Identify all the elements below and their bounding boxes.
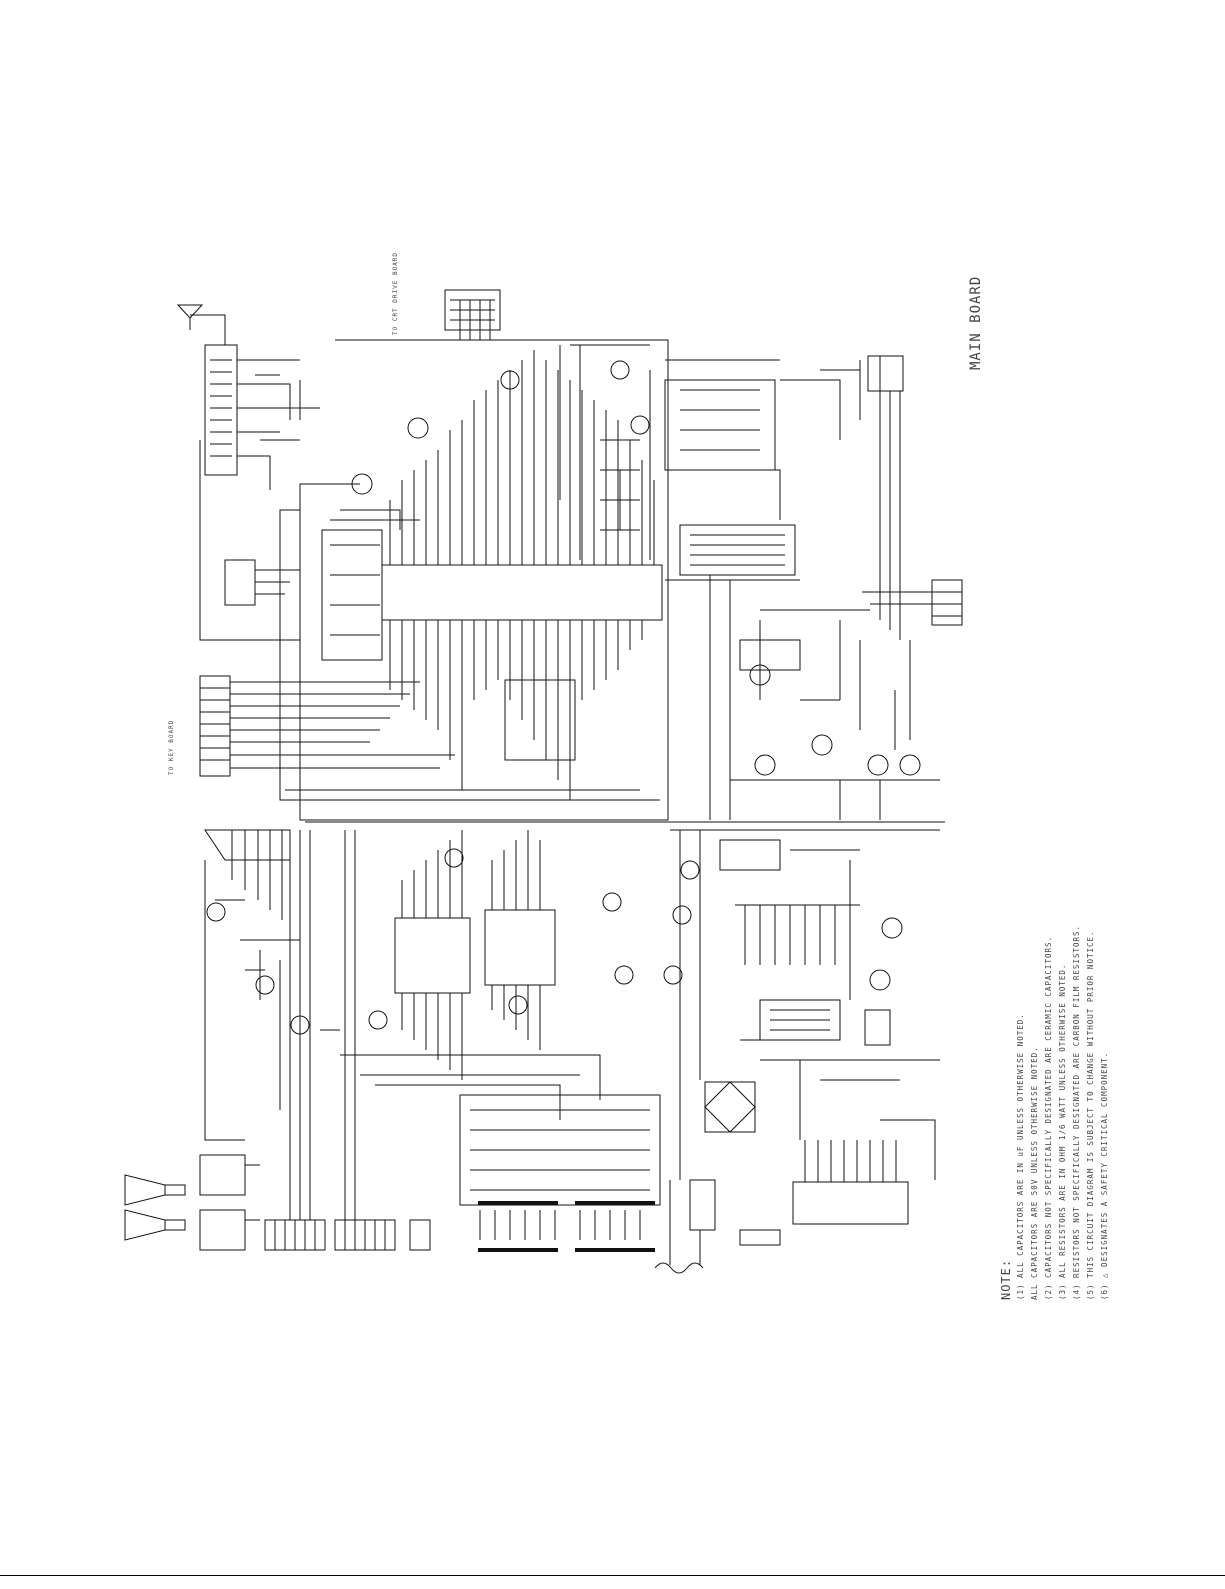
crt-drive-connector-label: TO CRT DRIVE BOARD — [392, 251, 399, 335]
page-bottom-rule — [0, 1575, 1225, 1576]
speaker-left — [124, 1174, 186, 1206]
main-frame-outline — [299, 339, 669, 821]
speaker-right — [124, 1209, 186, 1241]
note-line-7: (6) △ DESIGNATES A SAFETY CRITICAL COMPO… — [1100, 1051, 1109, 1300]
transistor — [867, 754, 889, 776]
board-title: MAIN BOARD — [968, 275, 984, 370]
upper-section — [176, 289, 963, 823]
main-ic — [381, 564, 663, 621]
transistor — [508, 995, 528, 1015]
note-line-2: ALL CAPACITORS ARE 50V UNLESS OTHERWISE … — [1030, 1046, 1039, 1300]
transistor — [630, 415, 650, 435]
audio-ic — [394, 917, 471, 994]
transistor — [500, 370, 520, 390]
crt-drive-connector — [444, 289, 501, 331]
transistor — [881, 917, 903, 939]
transistor — [444, 848, 464, 868]
transistor — [672, 905, 692, 925]
note-line-1: (1) ALL CAPACITORS ARE IN uF UNLESS OTHE… — [1016, 1013, 1025, 1300]
notes-block: NOTE: (1) ALL CAPACITORS ARE IN uF UNLES… — [998, 925, 1112, 1300]
key-connector — [199, 675, 231, 777]
note-line-6: (5) THIS CIRCUIT DIAGRAM IS SUBJECT TO C… — [1086, 930, 1095, 1300]
lower-section — [124, 829, 940, 1274]
transistor — [811, 734, 833, 756]
transistor — [899, 754, 921, 776]
tuner-block — [204, 344, 238, 476]
flyback-transformer — [679, 524, 796, 576]
transistor — [602, 892, 622, 912]
ir-receiver — [409, 1219, 431, 1251]
note-line-5: (4) RESISTORS NOT SPECIFICALLY DESIGNATE… — [1072, 924, 1081, 1300]
if-module — [664, 379, 776, 471]
transistor — [869, 969, 891, 991]
sub-ic-center — [504, 679, 576, 761]
transistor — [206, 902, 226, 922]
transistor — [754, 754, 776, 776]
transistor — [610, 360, 630, 380]
speaker-connector — [867, 355, 904, 392]
transistor — [255, 975, 275, 995]
transistor — [663, 965, 683, 985]
video-out-connector — [931, 579, 963, 626]
note-line-3: (2) CAPACITORS NOT SPECIFICALLY DESIGNAT… — [1044, 935, 1053, 1300]
note-line-4: (3) ALL RESISTORS ARE IN OHM 1/6 WATT UN… — [1058, 963, 1067, 1300]
sub-ic-left — [321, 529, 383, 661]
notes-heading: NOTE: — [999, 1258, 1013, 1300]
power-connector — [792, 1181, 909, 1225]
transistor — [407, 417, 429, 439]
antenna-symbol — [176, 304, 204, 330]
transistor — [680, 860, 700, 880]
transistor — [368, 1010, 388, 1030]
degauss-coil — [654, 1262, 704, 1274]
bridge-rectifier — [704, 1081, 756, 1133]
regulator-ic — [864, 1009, 891, 1046]
transistor — [749, 664, 771, 686]
key-board-connector-label: TO KEY BOARD — [168, 719, 175, 775]
chroma-ic — [484, 909, 556, 986]
transistor — [614, 965, 634, 985]
